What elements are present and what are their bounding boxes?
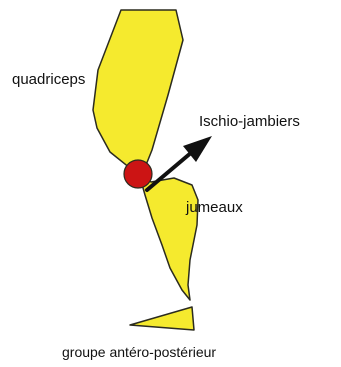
label-ischio-jambiers: Ischio-jambiers bbox=[199, 114, 300, 129]
knee-joint-marker bbox=[124, 160, 152, 188]
label-quadriceps: quadriceps bbox=[12, 72, 85, 87]
thigh-segment bbox=[93, 10, 183, 170]
label-jumeaux: jumeaux bbox=[186, 200, 243, 215]
diagram-caption: groupe antéro-postérieur bbox=[62, 345, 216, 359]
foot-segment bbox=[130, 307, 194, 330]
